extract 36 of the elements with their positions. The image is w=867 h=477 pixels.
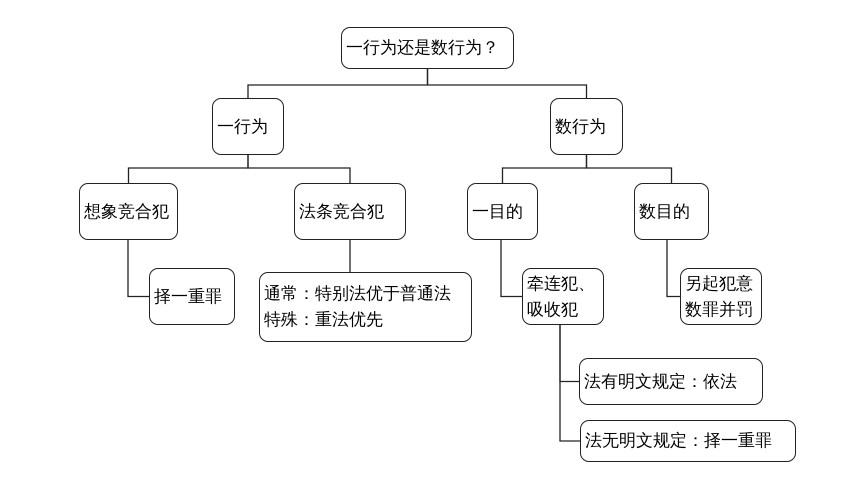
node-text: 数行为 [555,116,606,138]
node-text: 一行为还是数行为？ [346,37,499,60]
connector-line [586,155,672,183]
node-text: 一行为 [217,116,268,138]
rounded-box [79,183,178,240]
node-text: 想象竞合犯 [84,200,169,224]
connector-line [500,240,522,298]
rounded-box [522,268,604,325]
node-text: 另起犯意 [685,272,753,296]
connector-line [426,69,588,98]
node-text: 通常：特别法优于普通法 [264,283,451,306]
connector-line [127,240,149,298]
rounded-box [680,268,762,325]
node-text: 法条竞合犯 [299,200,384,224]
node-text: 特殊：重法优先 [264,309,383,332]
connector-line [247,155,351,183]
rounded-box [259,272,472,342]
node-text: 牵连犯、吸收犯 [527,272,596,322]
rounded-box [580,420,796,462]
rounded-box [550,98,623,155]
rounded-box [579,358,763,405]
connector-line [559,325,580,442]
rounded-box [341,27,514,69]
rounded-box [149,268,235,325]
node-text: 一目的 [472,200,523,224]
node-text: 数目的 [639,200,690,224]
rounded-box [634,183,709,240]
node-text: 择一重罪 [154,286,222,308]
node-text: 数罪并罚 [685,298,753,322]
rounded-box [212,98,284,155]
node-text: 法有明文规定：依法 [584,370,737,394]
connector-line [666,240,680,298]
rounded-box [294,183,406,240]
rounded-box [467,183,538,240]
node-text: 法无明文规定：择一重罪 [585,430,772,453]
connector-line [349,240,351,272]
